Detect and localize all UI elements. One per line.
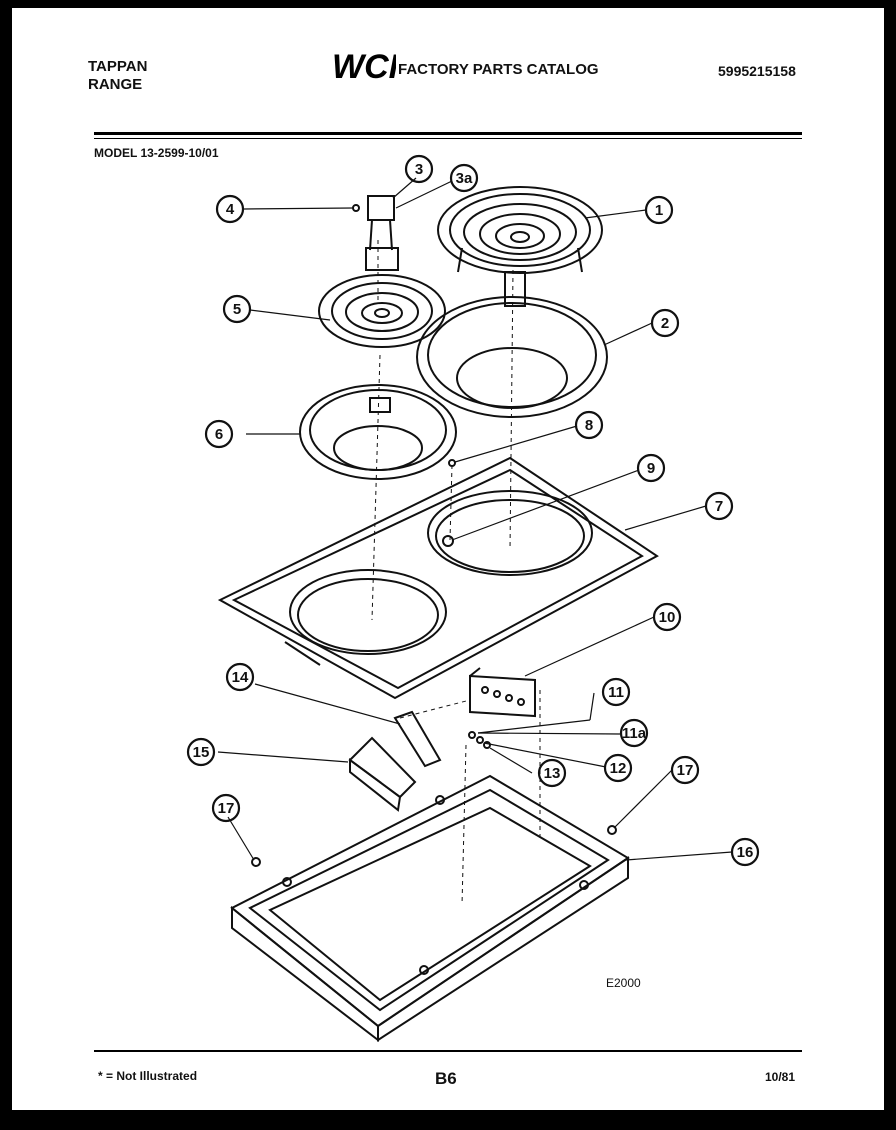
terminal-block <box>365 195 399 271</box>
callout-4: 4 <box>226 201 235 218</box>
screw-part-17-right <box>607 825 617 835</box>
catalog-date: 10/81 <box>765 1070 796 1084</box>
catalog-page <box>12 8 884 1110</box>
figure-code: E2000 <box>606 976 641 990</box>
junction-box <box>348 736 417 812</box>
brand-name: TAPPAN <box>88 58 148 75</box>
not-illustrated-note: * = Not Illustrated <box>98 1069 198 1083</box>
callout-circles <box>186 154 760 867</box>
callout-16: 16 <box>737 844 754 861</box>
wci-logo: WCI <box>332 48 396 84</box>
callout-15: 15 <box>193 744 210 761</box>
header-rule-bottom <box>94 138 802 139</box>
footer-rule <box>94 1050 802 1052</box>
callout-10: 10 <box>659 609 676 626</box>
callout-17-left: 17 <box>218 800 235 817</box>
drip-bowl-small <box>299 384 457 480</box>
header-rule-top <box>94 132 802 135</box>
assembly-guides <box>371 240 541 906</box>
callout-17-right: 17 <box>677 762 694 779</box>
page-number: B6 <box>435 1069 457 1088</box>
screw-part-8 <box>448 459 456 467</box>
control-block <box>469 667 536 718</box>
callout-3: 3 <box>415 161 423 178</box>
drip-bowl-large <box>416 296 608 418</box>
callout-6: 6 <box>215 426 223 443</box>
callout-3a: 3a <box>456 170 473 187</box>
catalog-title: FACTORY PARTS CATALOG <box>398 61 599 78</box>
surface-unit-small <box>318 274 446 348</box>
logo-lettering: WCI <box>332 48 396 84</box>
callout-1: 1 <box>655 202 663 219</box>
screw-part-17-left <box>251 857 261 867</box>
small-hardware-11-13 <box>468 731 491 749</box>
callout-2: 2 <box>661 315 669 332</box>
callout-14: 14 <box>232 669 249 686</box>
brand-block: TAPPAN RANGE <box>88 58 147 94</box>
surface-unit-large <box>437 186 603 307</box>
callout-11a: 11a <box>622 725 647 742</box>
callout-7: 7 <box>715 498 723 515</box>
leader-lines <box>217 177 733 861</box>
callout-12: 12 <box>610 760 627 777</box>
callout-13: 13 <box>544 765 561 782</box>
bushing-part-9 <box>442 535 454 547</box>
burner-box <box>230 774 630 1043</box>
cooktop-frame <box>217 456 659 700</box>
callout-9: 9 <box>647 460 655 477</box>
callout-11: 11 <box>608 684 624 701</box>
product-type: RANGE <box>88 76 143 93</box>
catalog-number: 5995215158 <box>718 63 796 79</box>
screw-part-4 <box>352 204 360 212</box>
model-number: MODEL 13-2599-10/01 <box>94 146 219 160</box>
mounting-bracket <box>393 710 442 768</box>
callout-8: 8 <box>585 417 593 434</box>
callout-5: 5 <box>233 301 241 318</box>
